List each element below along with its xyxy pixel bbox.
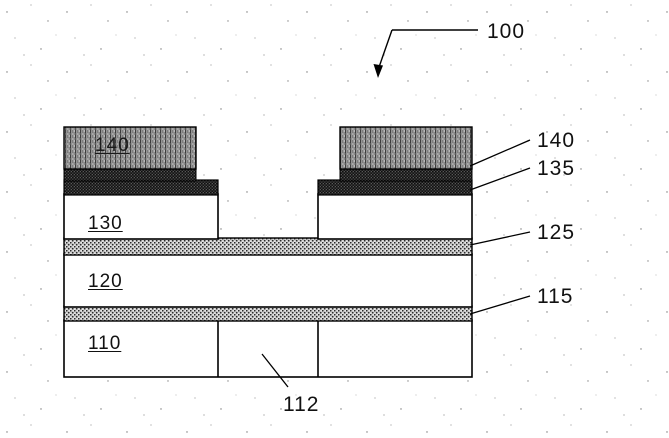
mesa-right xyxy=(317,126,473,240)
callout-100: 100 xyxy=(487,20,526,43)
mesa-right-layer-130 xyxy=(317,193,473,240)
callout-115: 115 xyxy=(537,285,574,308)
leader-125 xyxy=(469,231,531,246)
layer-label-140: 140 xyxy=(95,135,130,156)
callout-112: 112 xyxy=(283,393,320,416)
mesa-right-band-135 xyxy=(317,179,473,196)
mesa-left-band-135 xyxy=(63,179,219,196)
layer-label-110: 110 xyxy=(88,333,122,354)
leader-115 xyxy=(469,295,531,315)
mesa-left-layer-130 xyxy=(63,193,219,240)
leader-112 xyxy=(261,353,289,388)
layer-120 xyxy=(63,253,473,308)
leader-135 xyxy=(469,167,531,191)
layer-label-120: 120 xyxy=(88,271,123,292)
callout-135: 135 xyxy=(537,157,576,180)
mesa-left-band-135b xyxy=(63,167,197,182)
callout-140: 140 xyxy=(537,129,576,152)
band-115 xyxy=(63,305,473,322)
mesa-right-band-135b xyxy=(339,167,473,182)
mesa-left xyxy=(63,126,219,240)
substrate-110 xyxy=(63,319,473,378)
callout-125: 125 xyxy=(537,221,576,244)
mesa-left-block-140 xyxy=(63,126,197,170)
layer-label-130: 130 xyxy=(88,213,123,234)
band-125 xyxy=(63,237,473,256)
leader-140 xyxy=(469,139,531,167)
leader-100 xyxy=(373,29,478,78)
mesa-right-block-140 xyxy=(339,126,473,170)
